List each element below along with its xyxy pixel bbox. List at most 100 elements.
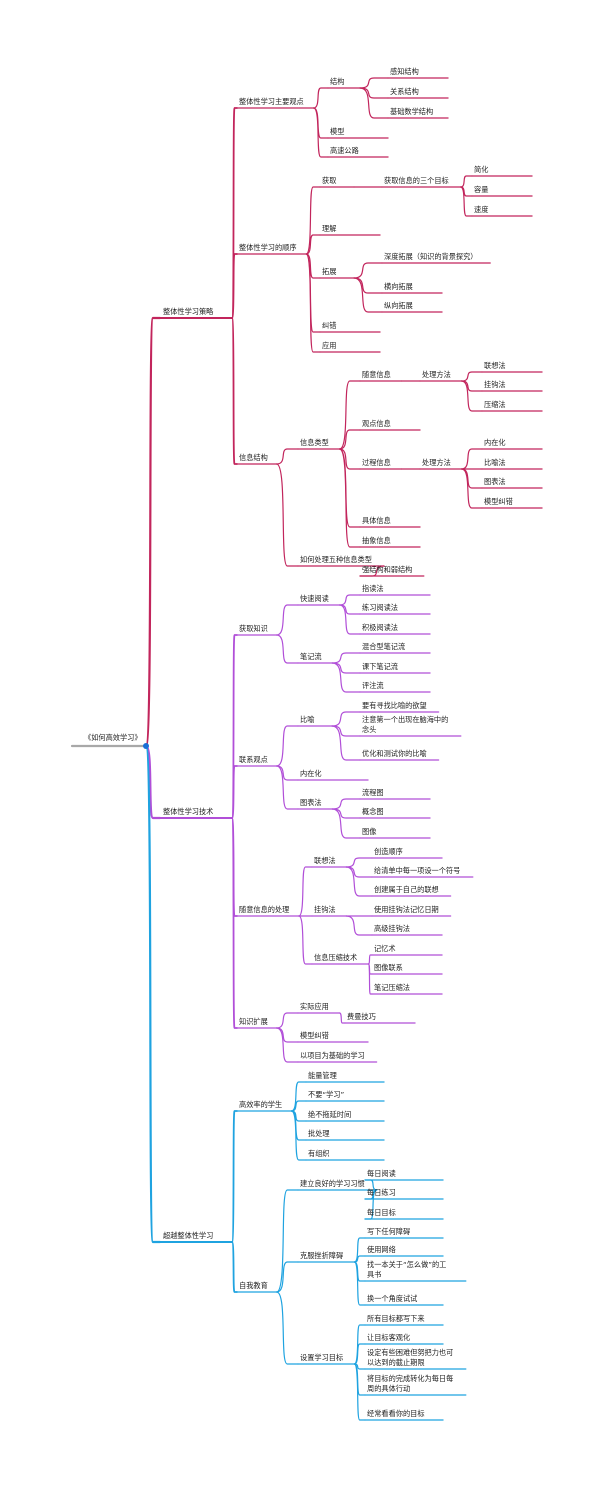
node-label[interactable]: 有组织 (308, 1149, 330, 1158)
node-label[interactable]: 信息结构 (239, 453, 268, 462)
node-label[interactable]: 每日目标 (367, 1208, 396, 1217)
node-label[interactable]: 要有寻找比喻的欲望 (362, 701, 427, 710)
node-label[interactable]: 克服挫折障碍 (300, 1251, 343, 1260)
node-label[interactable]: 每日练习 (367, 1188, 396, 1197)
node-label[interactable]: 高速公路 (330, 146, 359, 155)
node-label[interactable]: 比喻 (300, 715, 315, 724)
node-label[interactable]: 积极阅读法 (362, 623, 398, 632)
node-label[interactable]: 不要“学习” (308, 1090, 344, 1099)
node-label[interactable]: 容量 (474, 185, 488, 194)
node-label[interactable]: 信息压缩技术 (314, 953, 357, 962)
node-label[interactable]: 流程图 (362, 788, 384, 797)
node-label[interactable]: 高级挂钩法 (374, 924, 410, 933)
node-label[interactable]: 给清单中每一项设一个符号 (374, 866, 460, 875)
node-label[interactable]: 整体性学习主要观点 (239, 97, 304, 106)
node-label[interactable]: 优化和测试你的比喻 (362, 749, 428, 758)
node-label[interactable]: 换一个角度试试 (367, 1294, 417, 1303)
node-label[interactable]: 感知结构 (390, 67, 419, 76)
node-label[interactable]: 高效率的学生 (239, 1100, 282, 1109)
node-label[interactable]: 笔记压缩法 (374, 983, 410, 992)
node-label[interactable]: 费曼技巧 (347, 1012, 376, 1021)
node-label[interactable]: 联想法 (314, 856, 336, 865)
node-label[interactable]: 信息类型 (300, 438, 329, 447)
node-label[interactable]: 理解 (322, 224, 336, 233)
node-label[interactable]: 练习阅读法 (362, 603, 398, 612)
node-label[interactable]: 挂钩法 (484, 380, 506, 389)
node-label[interactable]: 自我教育 (239, 1281, 268, 1290)
node-label[interactable]: 写下任何障碍 (367, 1227, 410, 1236)
node-label[interactable]: 概念图 (362, 807, 384, 816)
node-label[interactable]: 让目标客观化 (367, 1333, 410, 1342)
node-label[interactable]: 实际应用 (300, 1002, 329, 1011)
node-label[interactable]: 获取 (322, 176, 336, 185)
node-label[interactable]: 笔记流 (300, 652, 322, 661)
node-label[interactable]: 设置学习目标 (300, 1353, 343, 1362)
node-label[interactable]: 简化 (474, 165, 488, 174)
node-label[interactable]: 纠错 (322, 321, 336, 330)
node-label[interactable]: 强结构和弱结构 (362, 565, 412, 574)
node-label[interactable]: 图像联系 (374, 963, 403, 972)
node-label[interactable]: 过程信息 (362, 458, 391, 467)
node-label[interactable]: 比喻法 (484, 458, 506, 467)
node-label[interactable]: 每日阅读 (367, 1169, 396, 1178)
root-topic[interactable]: 《如何高效学习》 (84, 733, 142, 742)
node-label[interactable]: 抽象信息 (362, 536, 391, 545)
node-label[interactable]: 纵向拓展 (384, 301, 413, 310)
node-label[interactable]: 所有目标都写下来 (367, 1314, 425, 1323)
node-label[interactable]: 建立良好的学习习惯 (300, 1179, 365, 1188)
node-label[interactable]: 指读法 (362, 584, 384, 593)
node-label[interactable]: 创造顺序 (374, 847, 403, 856)
node-label[interactable]: 记忆术 (374, 944, 396, 953)
node-label[interactable]: 整体性学习的顺序 (239, 243, 297, 252)
node-label[interactable]: 压缩法 (484, 400, 506, 409)
node-label[interactable]: 找一本关于“怎么做”的工具书 (367, 1260, 446, 1279)
node-label[interactable]: 获取知识 (239, 624, 268, 633)
node-label[interactable]: 使用网络 (367, 1245, 396, 1254)
node-label[interactable]: 横向拓展 (384, 282, 413, 291)
node-label[interactable]: 经常看看你的目标 (367, 1409, 425, 1418)
node-label[interactable]: 绝不拖延时间 (308, 1110, 351, 1119)
node-label[interactable]: 图像 (362, 827, 376, 836)
node-label[interactable]: 将目标的完成转化为每日每周的具体行动 (367, 1374, 453, 1393)
node-label[interactable]: 具体信息 (362, 516, 391, 525)
node-label[interactable]: 联系观点 (239, 755, 268, 764)
node-label[interactable]: 应用 (322, 341, 336, 350)
node-label[interactable]: 模型纠错 (484, 497, 513, 506)
node-label[interactable]: 随意信息的处理 (239, 905, 289, 914)
node-label[interactable]: 内在化 (300, 769, 322, 778)
node-label[interactable]: 观点信息 (362, 419, 391, 428)
node-label[interactable]: 创建属于自己的联想 (374, 885, 439, 894)
node-label[interactable]: 模型 (330, 127, 344, 136)
node-label[interactable]: 混合型笔记流 (362, 642, 405, 651)
node-label[interactable]: 课下笔记流 (362, 662, 398, 671)
node-label[interactable]: 关系结构 (390, 87, 419, 96)
node-label[interactable]: 图表法 (484, 477, 506, 486)
node-label[interactable]: 注意第一个出现在脑海中的念头 (362, 715, 448, 734)
node-label[interactable]: 基础数学结构 (390, 107, 433, 116)
node-label[interactable]: 联想法 (484, 361, 506, 370)
branch-label[interactable]: 整体性学习策略 (163, 307, 214, 316)
node-label[interactable]: 速度 (474, 205, 488, 214)
node-label[interactable]: 图表法 (300, 798, 322, 807)
node-label[interactable]: 结构 (330, 77, 344, 86)
node-label[interactable]: 如何处理五种信息类型 (300, 555, 372, 564)
branch-label[interactable]: 超越整体性学习 (163, 1231, 213, 1240)
node-label[interactable]: 评注流 (362, 681, 384, 690)
node-label[interactable]: 设定有些困难但努把力也可以达到的截止期限 (367, 1348, 453, 1367)
node-label[interactable]: 使用挂钩法记忆日期 (374, 905, 439, 914)
node-label[interactable]: 内在化 (484, 438, 506, 447)
branch-label[interactable]: 整体性学习技术 (163, 807, 213, 816)
node-label[interactable]: 模型纠错 (300, 1031, 329, 1040)
node-label[interactable]: 处理方法 (422, 458, 451, 467)
node-label[interactable]: 能量管理 (308, 1071, 337, 1080)
node-label[interactable]: 处理方法 (422, 370, 451, 379)
node-label[interactable]: 挂钩法 (314, 905, 336, 914)
node-label[interactable]: 快速阅读 (300, 594, 329, 603)
node-label[interactable]: 拓展 (322, 267, 336, 276)
node-label[interactable]: 随意信息 (362, 370, 391, 379)
node-label[interactable]: 批处理 (308, 1129, 330, 1138)
node-label[interactable]: 以项目为基础的学习 (300, 1051, 365, 1060)
node-label[interactable]: 知识扩展 (239, 1017, 268, 1026)
node-label[interactable]: 深度拓展（知识的背景探究） (384, 252, 477, 261)
node-label[interactable]: 获取信息的三个目标 (384, 176, 449, 185)
